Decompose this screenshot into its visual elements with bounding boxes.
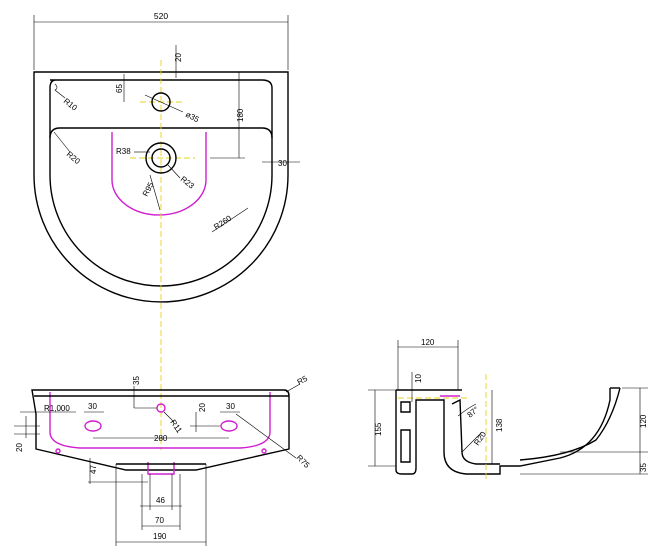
fixing-hole-left: [84, 420, 102, 432]
inner-corner-radius-label: R20: [65, 150, 82, 167]
tap-offset-label: 20: [174, 53, 183, 62]
r260-leader: [211, 207, 249, 233]
r95-leader: [149, 174, 161, 211]
basin-radius-label: R95: [141, 180, 156, 198]
r5-leader: [285, 383, 301, 393]
waste-spigot: [147, 462, 175, 475]
overflow-right-label: 30: [226, 402, 235, 411]
waste-outer-radius-label: R38: [116, 147, 131, 156]
rim-inner-outline: [49, 79, 273, 287]
tap-depth-label: 65: [115, 84, 124, 93]
waste-depth-label: 47: [89, 465, 98, 474]
inner-basin-outline: [111, 132, 207, 216]
fixing-centers-label: 280: [154, 434, 168, 443]
overall-width-label: 520: [154, 11, 168, 21]
top-view: 520 20 65 ø35 R10 180: [33, 11, 300, 450]
tap-hole: [151, 92, 171, 112]
waste-inner-circle: [151, 148, 171, 168]
waste-outer-circle: [145, 142, 177, 174]
r20-leader: [53, 131, 71, 153]
corner-radius-label: R5: [296, 374, 310, 387]
height-label: 155: [374, 422, 383, 436]
base-height-label: 35: [639, 463, 648, 472]
r11-leader: [163, 411, 175, 423]
lip-label: 10: [414, 374, 423, 383]
bracket-slot-upper: [400, 401, 411, 413]
bowl-depth-label: 138: [495, 418, 504, 432]
bracket-slot-lower: [400, 429, 411, 463]
bowl-radius-label: R260: [212, 213, 233, 231]
side-view: 120 10 155 87° R20 138 120 35: [368, 338, 648, 480]
front-body-outline: [31, 389, 290, 471]
overflow-drop-label: 20: [198, 403, 207, 412]
angle-label: 87°: [466, 405, 481, 420]
tap-diameter-leader: [144, 94, 184, 113]
r10-leader: [54, 83, 66, 99]
fixing-radius-label: R11: [168, 418, 184, 435]
foot-marker-left: [55, 448, 61, 454]
front-height-label: 120: [639, 414, 648, 428]
basin-outer-outline: [33, 71, 289, 303]
waste-outer-label: 70: [155, 516, 164, 525]
wall-depth-label: 120: [421, 338, 435, 347]
r75-leader: [235, 413, 297, 459]
corner-radius-small-label: R10: [62, 96, 80, 112]
side-front-curve: [519, 387, 621, 461]
edge-radius-label: R75: [295, 453, 312, 470]
r20-side-leader: [461, 431, 483, 453]
fixing-hole-right: [220, 420, 238, 432]
pedestal-width-label: 190: [153, 532, 167, 541]
deck-depth-label: 180: [236, 108, 245, 122]
side-height-label: 20: [15, 443, 24, 452]
tap-center-offset-label: 35: [132, 376, 141, 385]
bottom-radius-label: R1,000: [44, 404, 70, 413]
drain-channel: [451, 398, 500, 465]
waste-inner-label: 46: [156, 496, 165, 505]
rim-thickness-label: 30: [278, 159, 287, 168]
waste-inner-radius-label: R23: [179, 174, 197, 190]
r23-leader: [167, 164, 181, 179]
front-view: 35 R5 R1,000 30 30 20 R11 280 R75 20: [14, 374, 312, 546]
foot-marker-right: [261, 448, 267, 454]
tap-diameter-label: ø35: [184, 110, 201, 125]
angle-arc: [457, 403, 477, 417]
overflow-left-label: 30: [88, 402, 97, 411]
